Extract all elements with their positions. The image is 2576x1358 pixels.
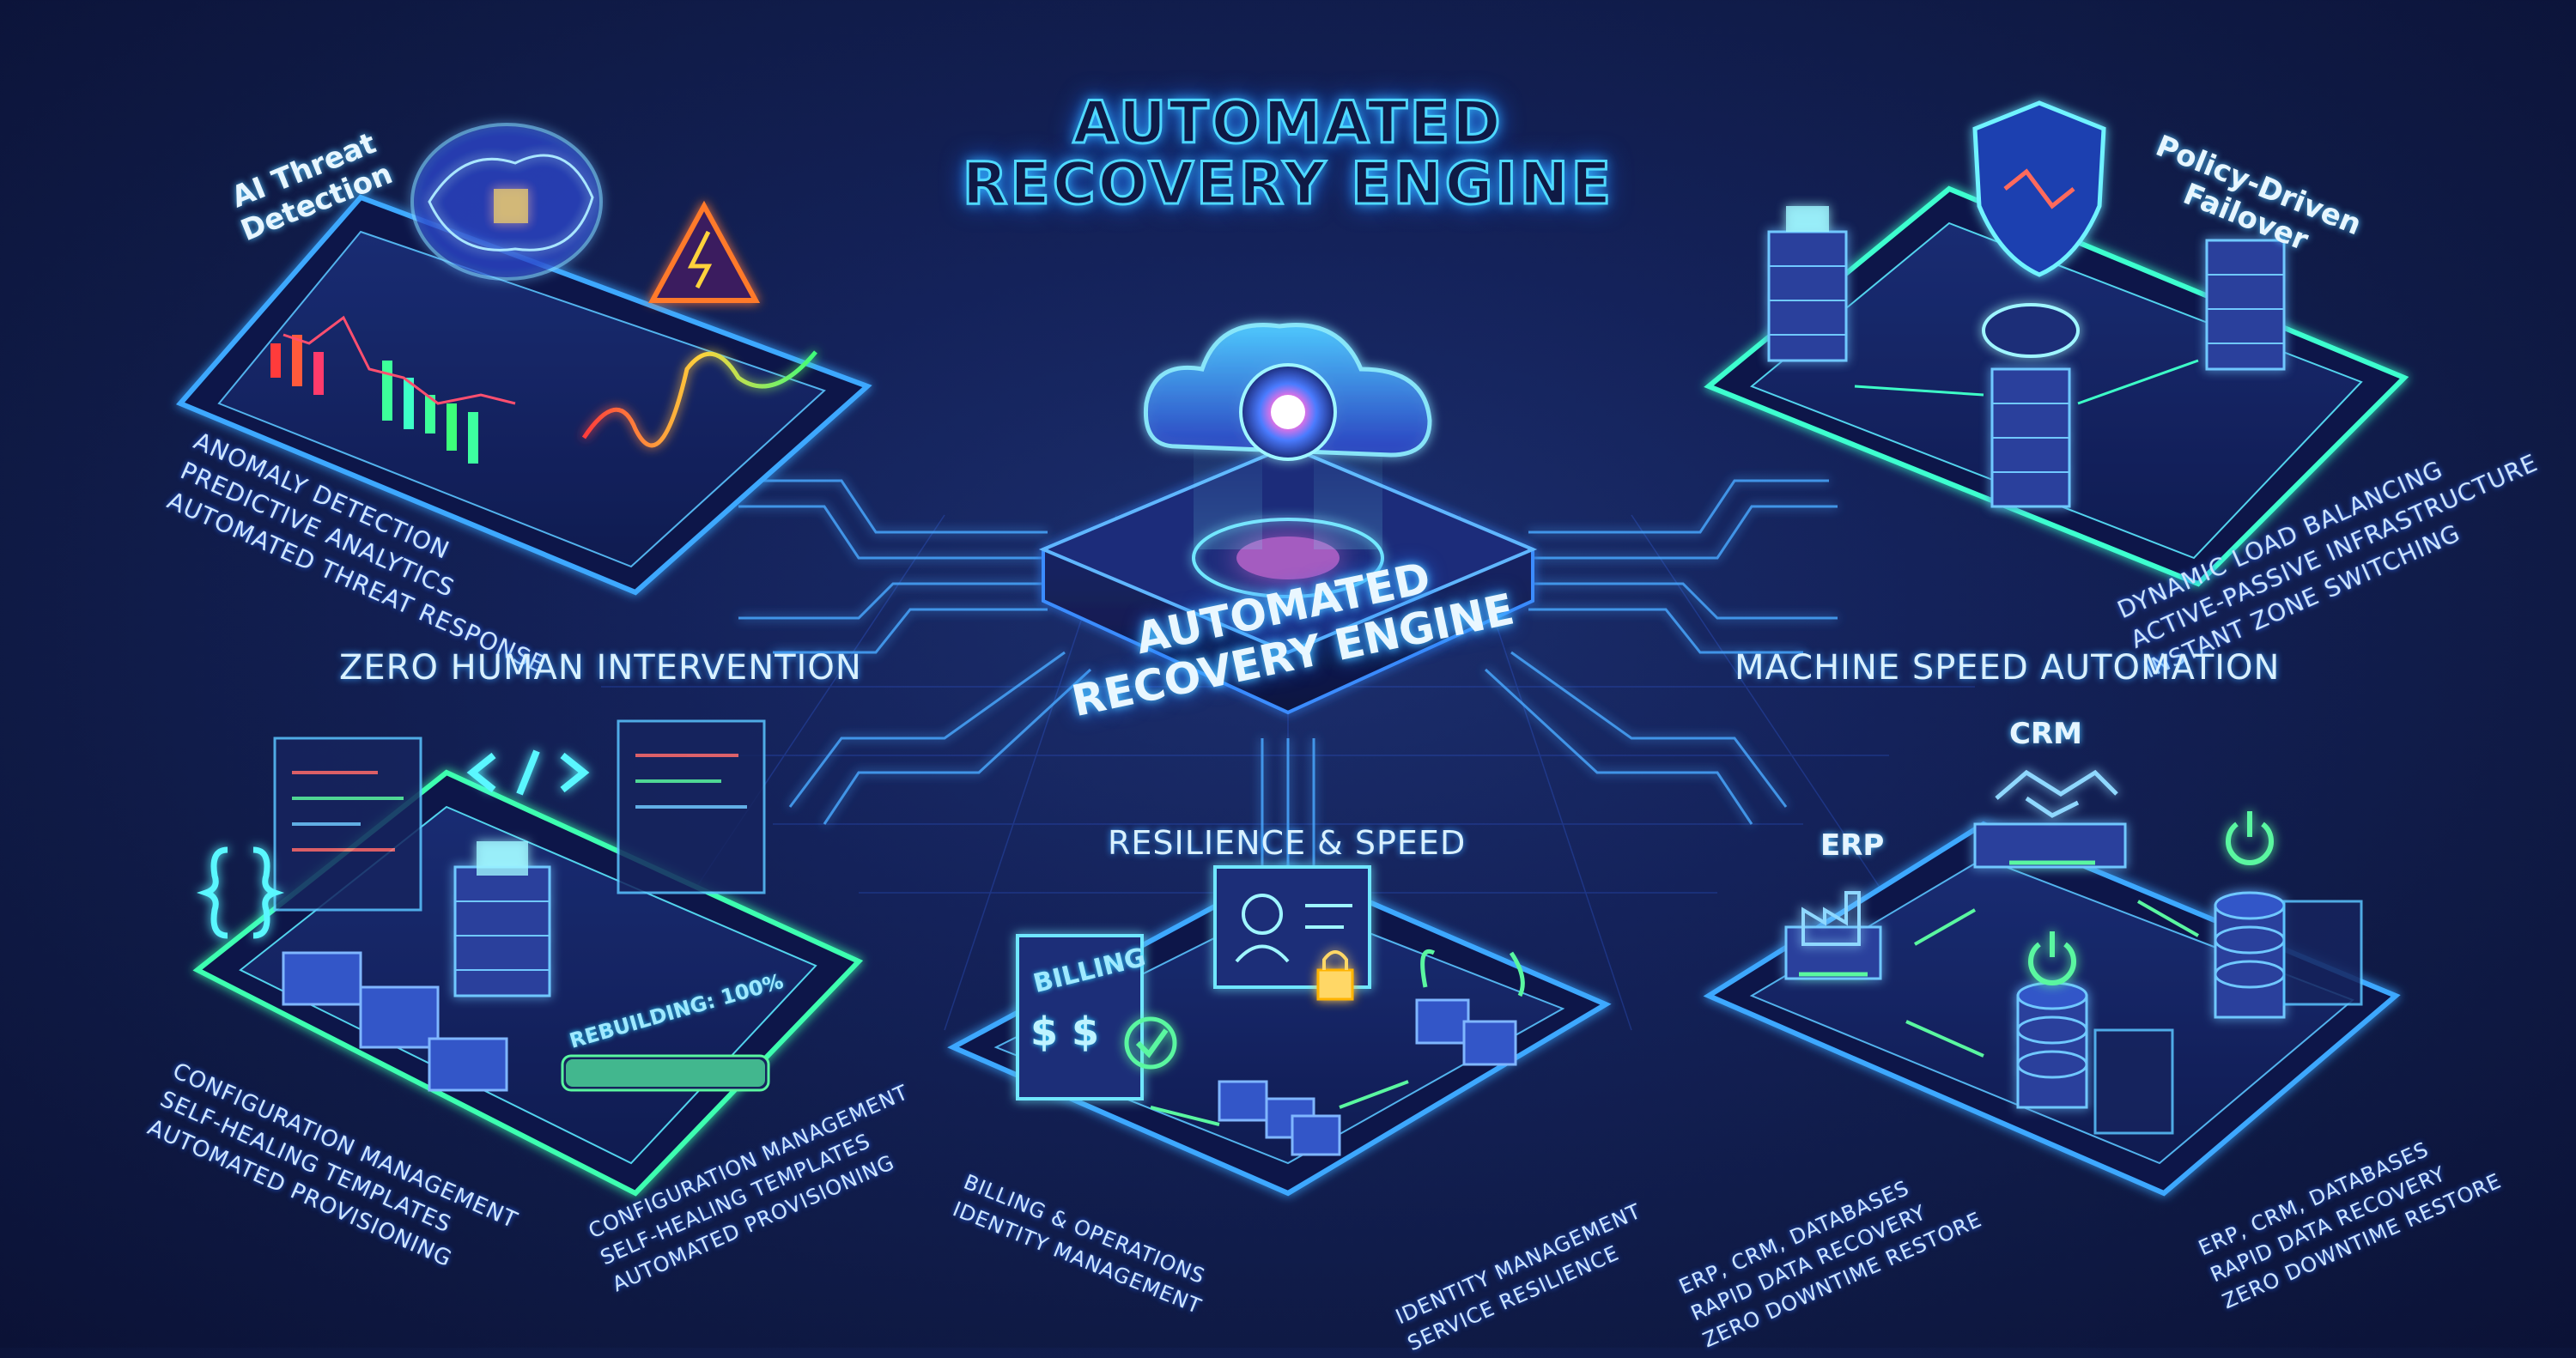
platform-provisioning [192,719,864,1197]
server-icon [1767,206,2286,508]
shield-icon [1972,100,2106,277]
progress-bar [561,1054,770,1092]
erp-node [1784,925,1882,980]
failover-switch [1982,303,2080,358]
page-title-line2: RECOVERY ENGINE [961,150,1614,219]
signal-wave [581,350,817,448]
id-card-icon [1213,865,1371,989]
factory-icon [1801,891,1861,946]
power-icon [2028,811,2274,985]
warning-icon [647,200,761,303]
threat-bar-chart [270,315,516,464]
database-icon [2016,891,2286,1109]
erp-label: ERP [1820,828,1885,863]
brain-icon [410,123,603,281]
handshake-icon [1995,769,2118,818]
zero-human-label: ZERO HUMAN INTERVENTION [339,648,862,688]
resilience-label: RESILIENCE & SPEED [1108,824,1467,862]
machine-speed-label: MACHINE SPEED AUTOMATION [1735,648,2281,688]
platform-ai-threat-detection [175,123,872,596]
crm-label: CRM [2009,717,2082,751]
dollar-glyphs: $ $ [1030,1009,1100,1055]
billing-card [1016,934,1144,1100]
page-title: AUTOMATED RECOVERY ENGINE [0,89,2576,219]
box-stacks [1218,949,1525,1156]
center-hub [1038,323,1538,715]
platform-erp-crm [1703,769,2401,1197]
progress-fill [566,1059,765,1087]
cloud-icon [1143,323,1432,461]
platform-billing [947,864,1612,1197]
braces-icon [196,846,285,939]
building-blocks [282,951,508,1092]
check-icon [1124,1016,1177,1070]
page-title-line1: AUTOMATED [1072,89,1504,157]
crm-node [1973,822,2127,869]
code-window [273,719,766,912]
server-icon [453,841,551,997]
platform-policy-failover [1704,100,2409,587]
lock-icon [1316,950,1354,1001]
terminal-window [2093,900,2363,1135]
code-icon [466,749,590,796]
